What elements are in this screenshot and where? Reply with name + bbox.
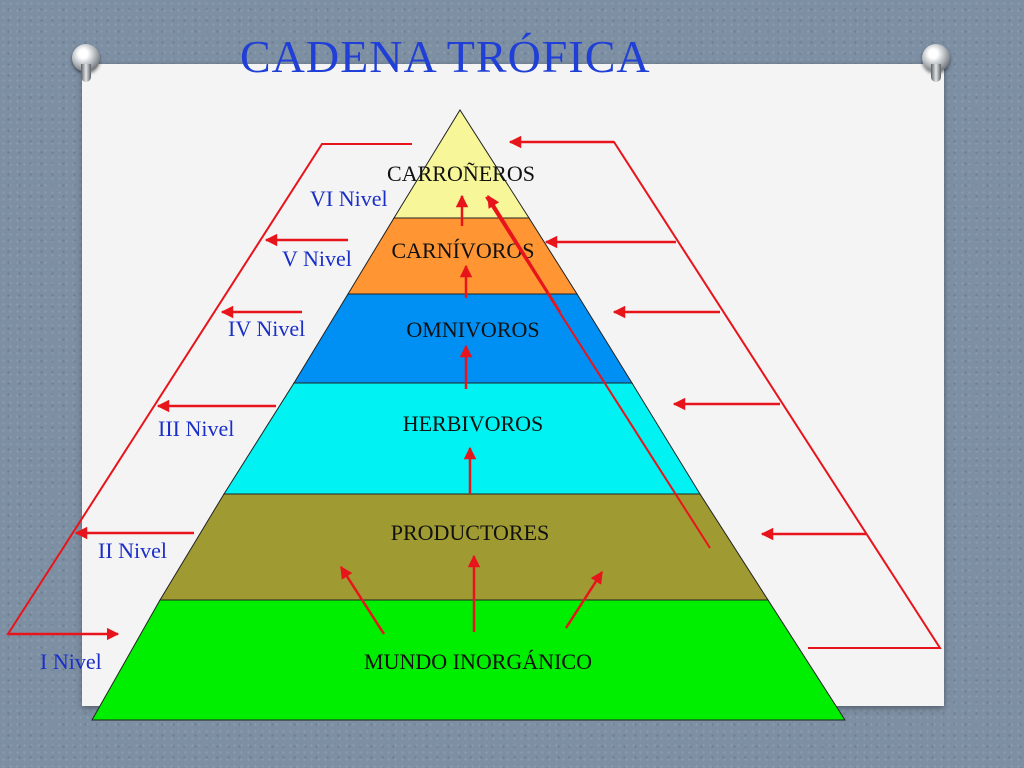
level-label-ii: II Nivel	[98, 538, 167, 563]
arrows-group	[8, 135, 866, 641]
layer-productores	[159, 493, 769, 601]
layer-label-productores: PRODUCTORES	[391, 520, 550, 545]
slide-title: CADENA TRÓFICA	[240, 31, 651, 82]
arrow-diag-right	[564, 570, 604, 629]
level-label-iii: III Nivel	[158, 416, 234, 441]
diagonal-decomposer-line	[485, 196, 711, 549]
layer-label-herbivoros: HERBIVOROS	[403, 411, 544, 436]
layer-herbivoros	[223, 382, 701, 495]
arrow-diag-left	[339, 565, 386, 635]
level-label-iv: IV Nivel	[228, 316, 305, 341]
level-label-vi: VI Nivel	[310, 186, 388, 211]
layer-label-omnivoros: OMNIVOROS	[406, 317, 539, 342]
pushpin-left-icon	[72, 44, 100, 82]
layer-label-mundo-inorganico: MUNDO INORGÁNICO	[364, 649, 592, 674]
level-label-v: V Nivel	[282, 246, 352, 271]
pushpin-right-icon	[922, 44, 950, 82]
level-label-i: I Nivel	[40, 649, 102, 674]
arrow-diag-top	[486, 194, 562, 313]
pyramid-layers	[91, 109, 846, 721]
layer-label-carroneros: CARROÑEROS	[387, 161, 535, 186]
layer-label-carnivoros: CARNÍVOROS	[391, 238, 534, 263]
